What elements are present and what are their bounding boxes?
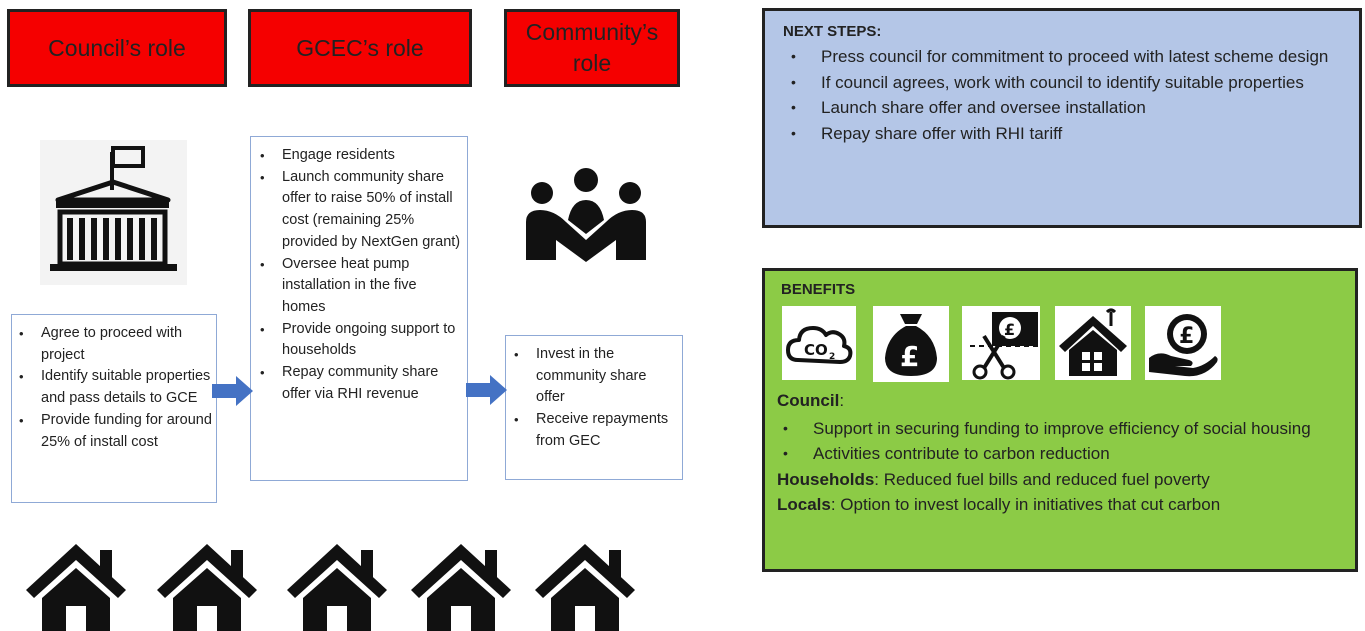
locals-text: : Option to invest locally in initiative… [830, 495, 1221, 514]
arrow-right-icon [212, 376, 253, 406]
benefits-panel: BENEFITS CO 2 £ £ [762, 268, 1358, 572]
list-item: Oversee heat pump installation in the fi… [260, 254, 461, 319]
council-role-header: Council’s role [7, 9, 227, 87]
community-people-icon [520, 160, 655, 265]
next-steps-title: NEXT STEPS: [783, 23, 882, 40]
community-role-label: Community’s role [525, 19, 659, 76]
council-label: Council [777, 391, 840, 410]
svg-text:£: £ [1179, 324, 1194, 349]
list-item: Press council for commitment to proceed … [791, 44, 1343, 70]
house-icon [157, 544, 257, 631]
list-item: Launch share offer and oversee installat… [791, 95, 1343, 121]
households-benefit: Households: Reduced fuel bills and reduc… [777, 467, 1343, 493]
gcec-role-label: GCEC’s role [296, 34, 424, 61]
list-item: Engage residents [260, 145, 461, 167]
list-item: Receive repayments from GEC [514, 409, 676, 452]
locals-label: Locals [777, 495, 831, 514]
arrow-right-icon [466, 375, 507, 405]
households-label: Households [777, 469, 875, 489]
svg-text:£: £ [1004, 320, 1015, 339]
list-item: Repay share offer with RHI tariff [791, 121, 1343, 147]
list-item: Invest in the community share offer [514, 344, 676, 409]
list-item: Support in securing funding to improve e… [783, 416, 1343, 442]
list-item: Repay community share offer via RHI reve… [260, 362, 461, 405]
house-icon [287, 544, 387, 631]
cut-cost-scissors-icon: £ [962, 306, 1040, 380]
gcec-role-header: GCEC’s role [248, 9, 472, 87]
locals-benefit: Locals: Option to invest locally in init… [777, 492, 1343, 518]
list-item: Provide funding for around 25% of instal… [19, 410, 216, 453]
house-icon [411, 544, 511, 631]
pound-money-bag-icon: £ [873, 306, 949, 382]
list-item: If council agrees, work with council to … [791, 70, 1343, 96]
list-item: Identify suitable properties and pass de… [19, 366, 216, 409]
council-tasks-box: Agree to proceed with project Identify s… [11, 314, 217, 503]
warm-home-icon [1055, 306, 1131, 380]
gcec-tasks-box: Engage residents Launch community share … [250, 136, 468, 481]
council-building-icon [40, 140, 187, 285]
next-steps-panel: NEXT STEPS: Press council for commitment… [762, 8, 1362, 228]
house-icon [535, 544, 635, 631]
house-icon [26, 544, 126, 631]
community-role-header: Community’s role [504, 9, 680, 87]
community-tasks-box: Invest in the community share offer Rece… [505, 335, 683, 480]
council-role-label: Council’s role [48, 34, 186, 61]
list-item: Agree to proceed with project [19, 323, 216, 366]
council-colon: : [839, 391, 845, 410]
list-item: Provide ongoing support to households [260, 319, 461, 362]
households-text: : Reduced fuel bills and reduced fuel po… [874, 469, 1210, 489]
list-item: Activities contribute to carbon reductio… [783, 441, 1343, 467]
svg-text:CO: CO [804, 341, 828, 359]
council-benefit-heading: Council: [777, 388, 1343, 414]
svg-text:£: £ [900, 340, 919, 373]
benefits-title: BENEFITS [781, 281, 856, 298]
list-item: Launch community share offer to raise 50… [260, 167, 461, 254]
svg-text:2: 2 [829, 352, 835, 362]
pound-hand-icon: £ [1145, 306, 1221, 380]
co2-cloud-icon: CO 2 [782, 306, 856, 380]
